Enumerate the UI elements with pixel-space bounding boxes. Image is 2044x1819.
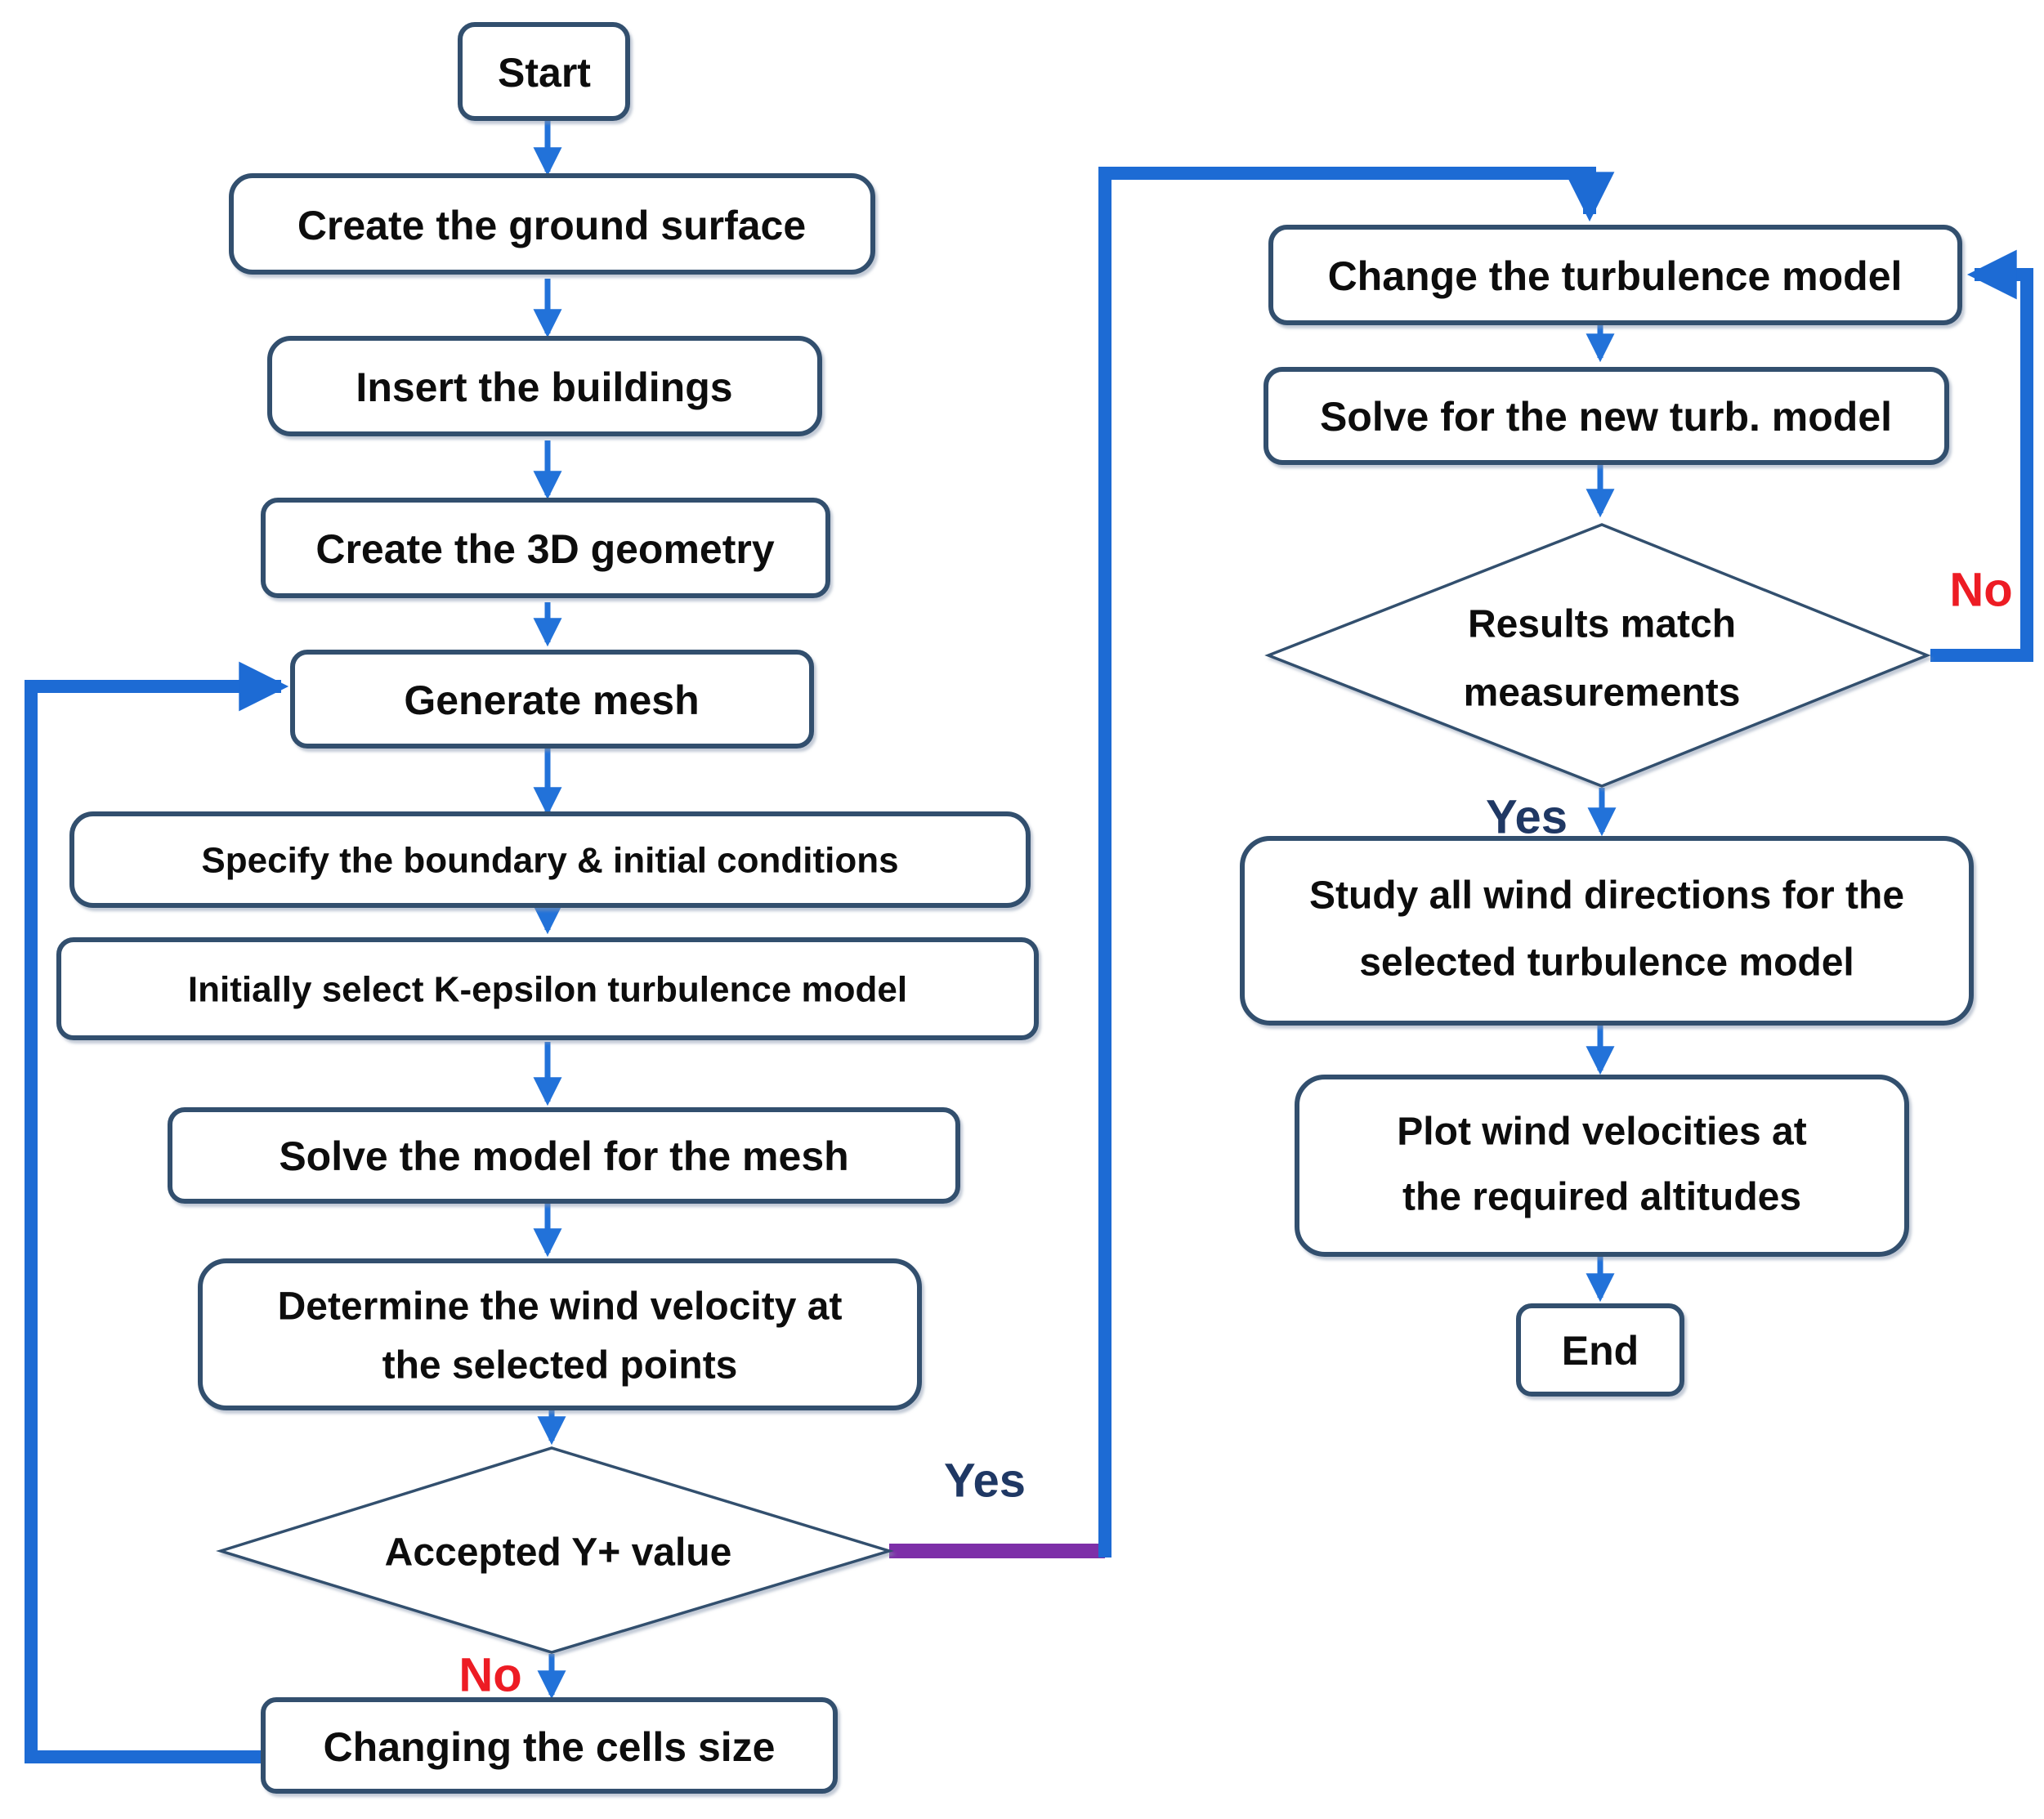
node-specify-conditions-label: Specify the boundary & initial condition…	[201, 841, 898, 881]
decision-accepted-y-plus-shape	[216, 1446, 895, 1654]
node-select-k-epsilon: Initially select K-epsilon turbulence mo…	[56, 937, 1039, 1040]
node-end-box	[1516, 1303, 1684, 1397]
node-generate-mesh-box	[290, 650, 814, 749]
node-plot-wind-velocities-line1: Plot wind velocities at	[1397, 1111, 1806, 1154]
node-create-ground-surface-box	[229, 173, 875, 275]
node-determine-wind-velocity-line2: the selected points	[382, 1344, 738, 1388]
loop-no-to-change-turbulence	[1930, 249, 2033, 662]
node-generate-mesh: Generate mesh	[290, 650, 814, 749]
node-determine-wind-velocity-box	[198, 1258, 922, 1410]
connectors	[25, 167, 2033, 1763]
node-create-3d-geometry-box	[261, 498, 830, 598]
node-solve-model-mesh-label: Solve the model for the mesh	[279, 1133, 848, 1179]
decision-accepted-y-plus-label: Accepted Y+ value	[385, 1531, 732, 1575]
node-solve-model-mesh-box	[168, 1107, 960, 1204]
node-start-label: Start	[498, 50, 591, 96]
decision-results-match-shape	[1264, 523, 1931, 788]
node-solve-new-turb-model: Solve for the new turb. model	[1264, 367, 1949, 465]
node-determine-wind-velocity: Determine the wind velocity at the selec…	[198, 1258, 922, 1410]
node-study-wind-directions-line1: Study all wind directions for the	[1309, 874, 1904, 918]
node-plot-wind-velocities: Plot wind velocities at the required alt…	[1295, 1075, 1909, 1257]
node-specify-conditions-box	[69, 811, 1031, 908]
label-results-yes: Yes	[1486, 791, 1568, 844]
node-create-3d-geometry: Create the 3D geometry	[261, 498, 830, 598]
node-insert-buildings: Insert the buildings	[267, 336, 822, 436]
node-changing-cells-size: Changing the cells size	[261, 1697, 838, 1794]
decision-results-match-line1: Results match	[1468, 603, 1736, 646]
node-start: Start	[458, 22, 630, 121]
node-create-ground-surface-label: Create the ground surface	[297, 203, 806, 248]
node-select-k-epsilon-label: Initially select K-epsilon turbulence mo…	[188, 970, 907, 1010]
node-plot-wind-velocities-line2: the required altitudes	[1402, 1176, 1801, 1219]
node-solve-new-turb-model-label: Solve for the new turb. model	[1320, 394, 1892, 440]
node-study-wind-directions: Study all wind directions for the select…	[1240, 836, 1974, 1026]
node-create-ground-surface: Create the ground surface	[229, 173, 875, 275]
node-insert-buildings-box	[267, 336, 822, 436]
node-end: End	[1516, 1303, 1684, 1397]
node-create-3d-geometry-label: Create the 3D geometry	[315, 526, 774, 572]
decision-results-match: Results match measurements	[1264, 523, 1931, 788]
node-plot-wind-velocities-box	[1295, 1075, 1909, 1257]
node-solve-new-turb-model-box	[1264, 367, 1949, 465]
node-end-label: End	[1562, 1328, 1639, 1374]
loop-no-to-generate-mesh	[25, 661, 289, 1763]
arrows	[533, 121, 1617, 1700]
node-generate-mesh-label: Generate mesh	[404, 677, 699, 723]
node-specify-conditions: Specify the boundary & initial condition…	[69, 811, 1031, 908]
node-change-turbulence-model: Change the turbulence model	[1268, 225, 1962, 325]
node-solve-model-mesh: Solve the model for the mesh	[168, 1107, 960, 1204]
node-study-wind-directions-line2: selected turbulence model	[1359, 941, 1854, 985]
node-insert-buildings-label: Insert the buildings	[356, 364, 732, 410]
label-results-no: No	[1949, 564, 2012, 617]
node-select-k-epsilon-box	[56, 937, 1039, 1040]
label-accepted-no: No	[458, 1649, 521, 1702]
node-determine-wind-velocity-line1: Determine the wind velocity at	[278, 1285, 843, 1329]
node-change-turbulence-model-label: Change the turbulence model	[1328, 253, 1903, 299]
branch-labels: Yes No No Yes	[458, 564, 2012, 1702]
decision-accepted-y-plus: Accepted Y+ value	[216, 1446, 895, 1654]
node-study-wind-directions-box	[1240, 836, 1974, 1026]
node-start-box	[458, 22, 630, 121]
connector-yes-to-change-turbulence	[1098, 167, 1615, 1558]
decision-results-match-line2: measurements	[1464, 672, 1741, 715]
node-changing-cells-size-box	[261, 1697, 838, 1794]
node-change-turbulence-model-box	[1268, 225, 1962, 325]
node-changing-cells-size-label: Changing the cells size	[324, 1724, 776, 1770]
label-accepted-yes: Yes	[944, 1455, 1026, 1508]
